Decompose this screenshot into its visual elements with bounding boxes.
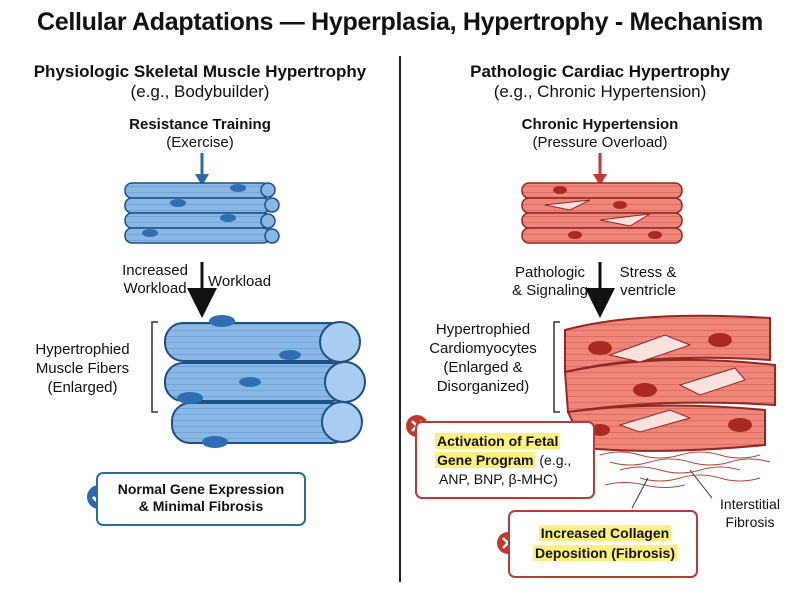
small-cardiac-bundle (521, 182, 683, 244)
center-divider (399, 56, 401, 582)
page-title: Cellular Adaptations — Hyperplasia, Hype… (37, 8, 763, 36)
fetal-gene-program-box: Activation of Fetal Gene Program (e.g., … (415, 421, 595, 499)
normal-gene-expression-box: Normal Gene Expression & Minimal Fibrosi… (96, 472, 306, 526)
left-stimulus-arrow (195, 153, 209, 186)
right-arrow-label-right: Stress & ventricle (619, 264, 677, 299)
left-side-label: Hypertrophied Muscle Fibers (Enlarged) (35, 341, 130, 396)
large-muscle-bundle (164, 315, 366, 448)
interstitial-fibrosis-label: Interstitial Fibrosis (720, 496, 780, 530)
right-stimulus: Chronic Hypertension (Pressure Overload) (500, 116, 700, 152)
left-stimulus: Resistance Training (Exercise) (100, 116, 300, 152)
right-stimulus-sub: (Pressure Overload) (532, 134, 668, 151)
left-heading-block: Physiologic Skeletal Muscle Hypertrophy … (0, 62, 400, 102)
large-cardiac-bundle (563, 314, 776, 452)
fibrosis-strands (599, 451, 771, 509)
right-heading-block: Pathologic Cardiac Hypertrophy (e.g., Ch… (400, 62, 800, 102)
right-heading: Pathologic Cardiac Hypertrophy (470, 62, 730, 81)
right-bracket (553, 321, 560, 413)
left-arrow-label-right: Workload (208, 273, 272, 290)
right-arrow-label-left: Pathologic & Signaling (512, 264, 588, 299)
left-bracket (151, 321, 158, 413)
left-heading: Physiologic Skeletal Muscle Hypertrophy (33, 62, 367, 81)
left-stimulus-sub: (Exercise) (166, 134, 234, 151)
collagen-deposition-box: Increased Collagen Deposition (Fibrosis) (508, 510, 698, 578)
right-stimulus-title: Chronic Hypertension (521, 116, 679, 133)
small-muscle-bundle (124, 182, 280, 244)
right-subheading: (e.g., Chronic Hypertension) (493, 82, 707, 101)
right-side-label: Hypertrophied Cardiomyocytes (Enlarged &… (429, 321, 537, 395)
left-subheading: (e.g., Bodybuilder) (130, 82, 270, 101)
left-stimulus-title: Resistance Training (129, 116, 271, 133)
right-stimulus-arrow (593, 153, 607, 186)
left-arrow-label-left: Increased Workload (122, 262, 188, 297)
